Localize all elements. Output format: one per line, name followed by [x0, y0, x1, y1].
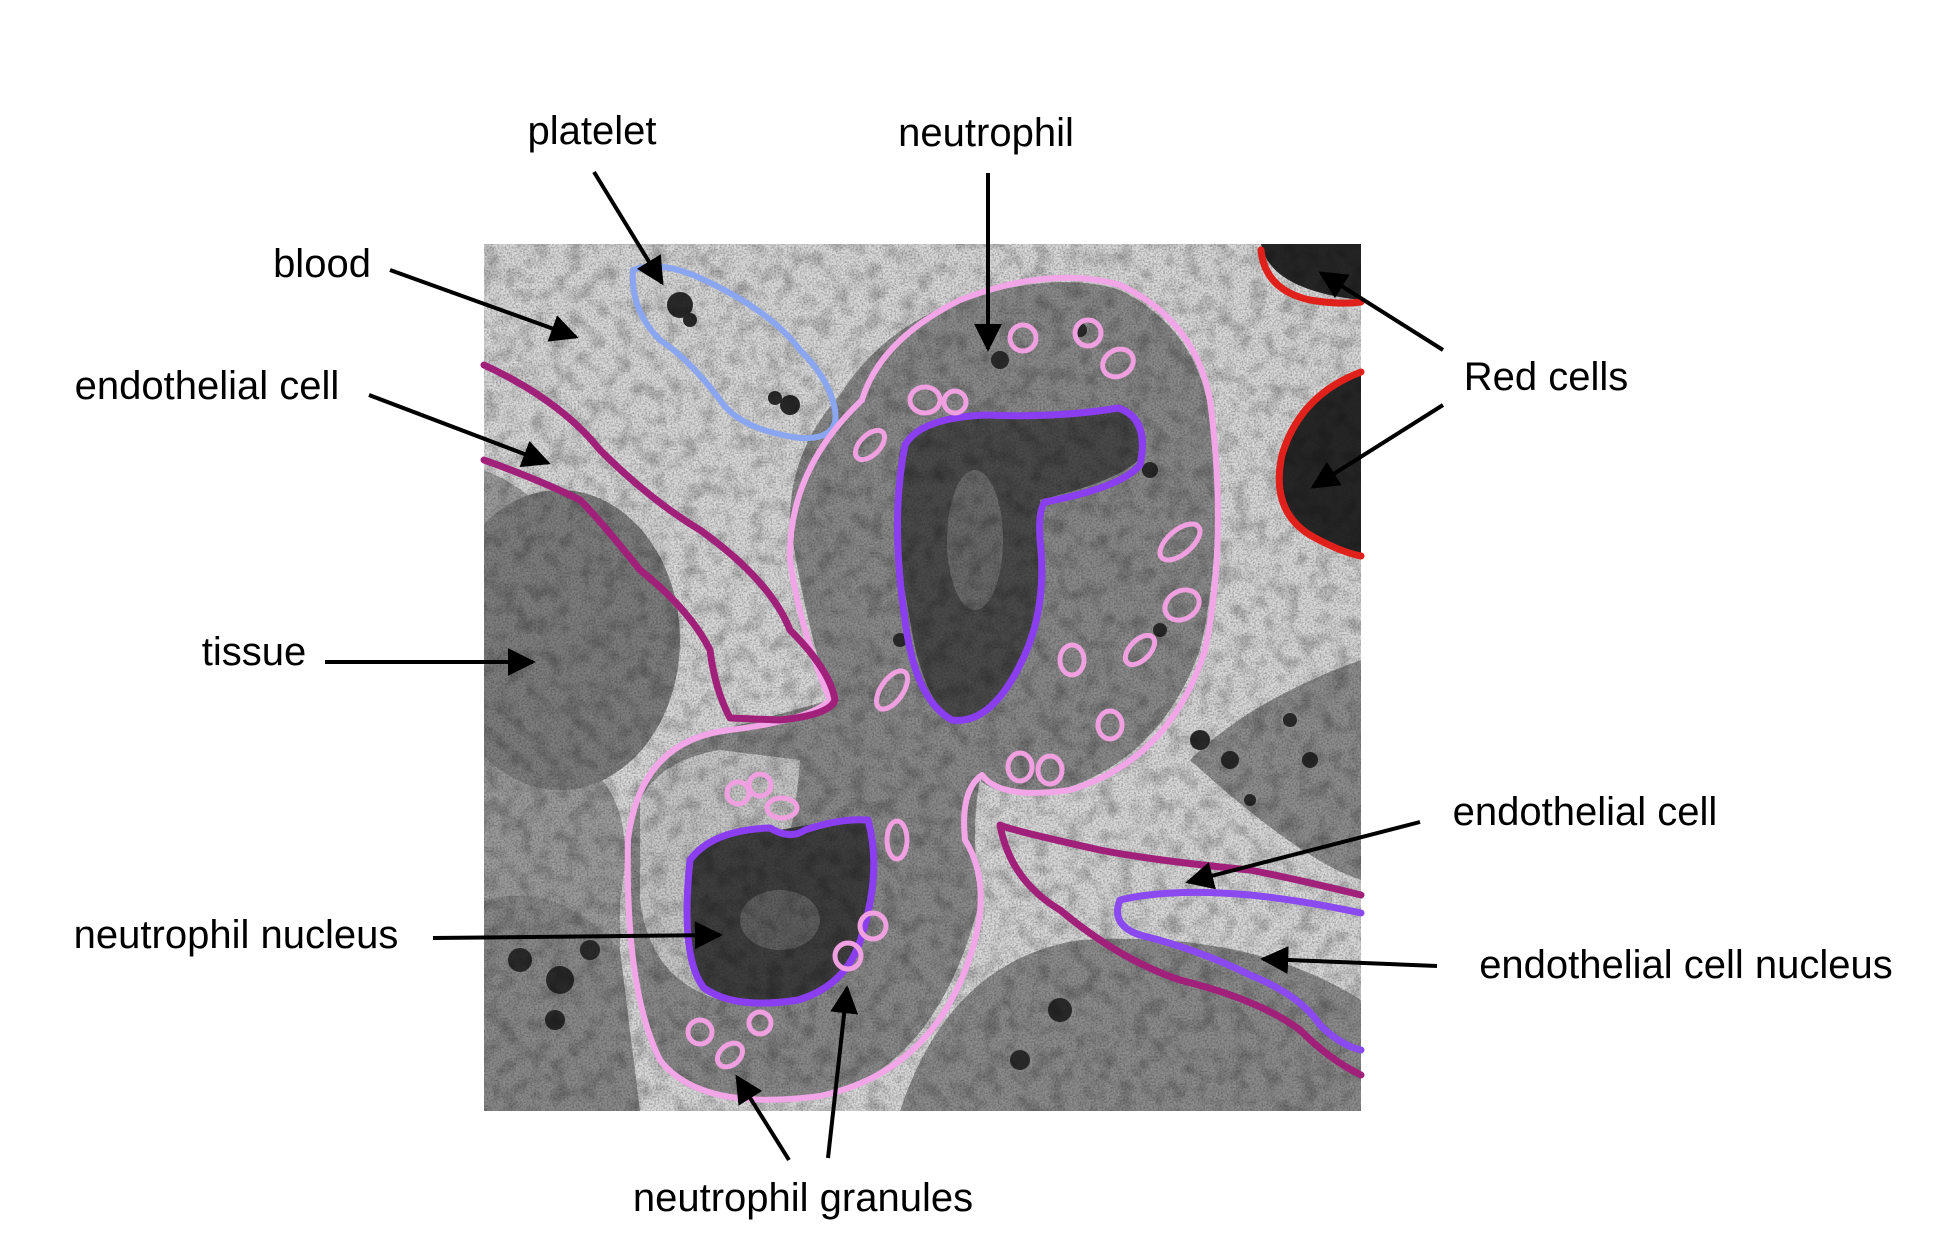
endothelial-cell-outline-right — [996, 821, 1365, 1079]
red-cell-outline-top — [1257, 246, 1365, 307]
labels: platelet neutrophil blood endothelial ce… — [74, 109, 1893, 1220]
endothelial-cell-outline-left — [480, 361, 839, 724]
blood-label: blood — [273, 242, 371, 286]
neutrophil-granule-outlines — [685, 317, 1203, 1070]
micrograph-image — [484, 244, 1361, 1111]
neutrophil-granules-arrow-right — [826, 985, 859, 1159]
red-cells-arrow-top — [1318, 271, 1445, 352]
platelet-arrow — [592, 170, 664, 286]
endothelial-cell-nucleus-label: endothelial cell nucleus — [1479, 943, 1893, 987]
endothelial-cell-nucleus-outline — [1114, 888, 1365, 1054]
platelet-outline — [629, 263, 839, 442]
endothelial-cell-right-label: endothelial cell — [1453, 790, 1718, 834]
neutrophil-granules-label: neutrophil granules — [633, 1176, 973, 1220]
endothelial-cell-top-label: endothelial cell — [75, 364, 340, 408]
endothelial-cell-nucleus-arrow — [1260, 946, 1438, 975]
tissue-label: tissue — [202, 630, 307, 674]
neutrophil-nucleus-arrow — [432, 921, 723, 950]
blood-arrow — [389, 268, 579, 342]
red-cells-arrow-bottom — [1310, 403, 1445, 489]
red-cell-outline-bottom — [1275, 368, 1365, 560]
red-cells-label: Red cells — [1464, 355, 1629, 399]
neutrophil-nucleus-label: neutrophil nucleus — [74, 913, 399, 957]
neutrophil-nucleus-outline-upper — [894, 404, 1146, 724]
neutrophil-nucleus-outline-lower — [683, 816, 878, 1007]
platelet-label: platelet — [528, 109, 657, 153]
neutrophil-label: neutrophil — [898, 111, 1074, 155]
neutrophil-granules-arrow-left — [735, 1074, 791, 1162]
endothelial-cell-right-arrow — [1185, 820, 1421, 890]
endothelial-cell-top-arrow — [368, 393, 551, 468]
